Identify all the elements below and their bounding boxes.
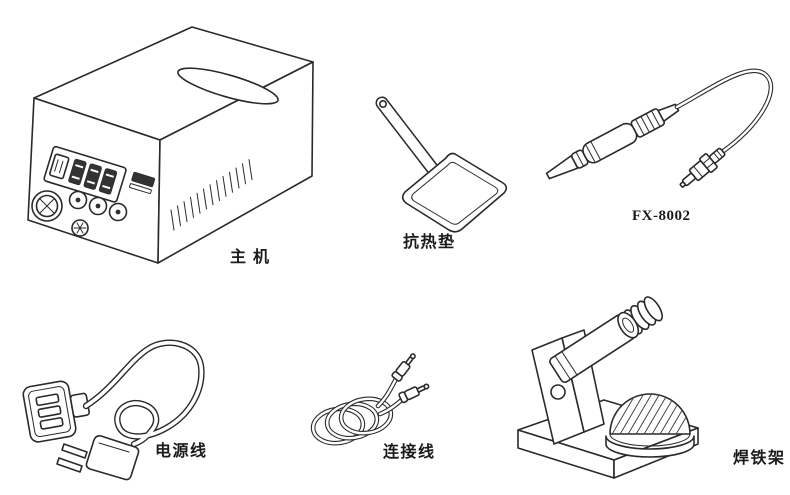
receptacle-tube bbox=[549, 296, 663, 384]
connection-cable-illustration bbox=[310, 353, 430, 446]
iron-receptacle bbox=[31, 190, 63, 222]
power-cord-illustration bbox=[22, 339, 205, 481]
jack-plug-b bbox=[398, 383, 430, 404]
label-soldering-iron: FX-8002 bbox=[632, 208, 691, 224]
control-buttons bbox=[68, 190, 128, 222]
label-power-cord: 电源线 bbox=[155, 441, 208, 460]
label-heat-pad: 抗热垫 bbox=[403, 232, 456, 251]
jack-plug-a bbox=[391, 353, 416, 382]
main-unit-illustration bbox=[27, 26, 314, 264]
soldering-iron-illustration bbox=[545, 68, 774, 188]
iec-connector bbox=[22, 380, 90, 443]
vent-slots bbox=[170, 159, 253, 231]
brand-sticker bbox=[129, 171, 156, 194]
label-main-unit: 主 机 bbox=[230, 247, 271, 266]
heat-pad-illustration bbox=[375, 96, 508, 233]
connector-jack bbox=[71, 219, 89, 237]
label-connection-cable: 连接线 bbox=[383, 442, 436, 461]
iron-stand-illustration bbox=[517, 296, 699, 479]
iron-plug bbox=[679, 147, 726, 188]
handle-slot bbox=[177, 67, 279, 105]
label-iron-stand: 焊铁架 bbox=[733, 448, 786, 467]
wall-plug bbox=[56, 435, 140, 481]
